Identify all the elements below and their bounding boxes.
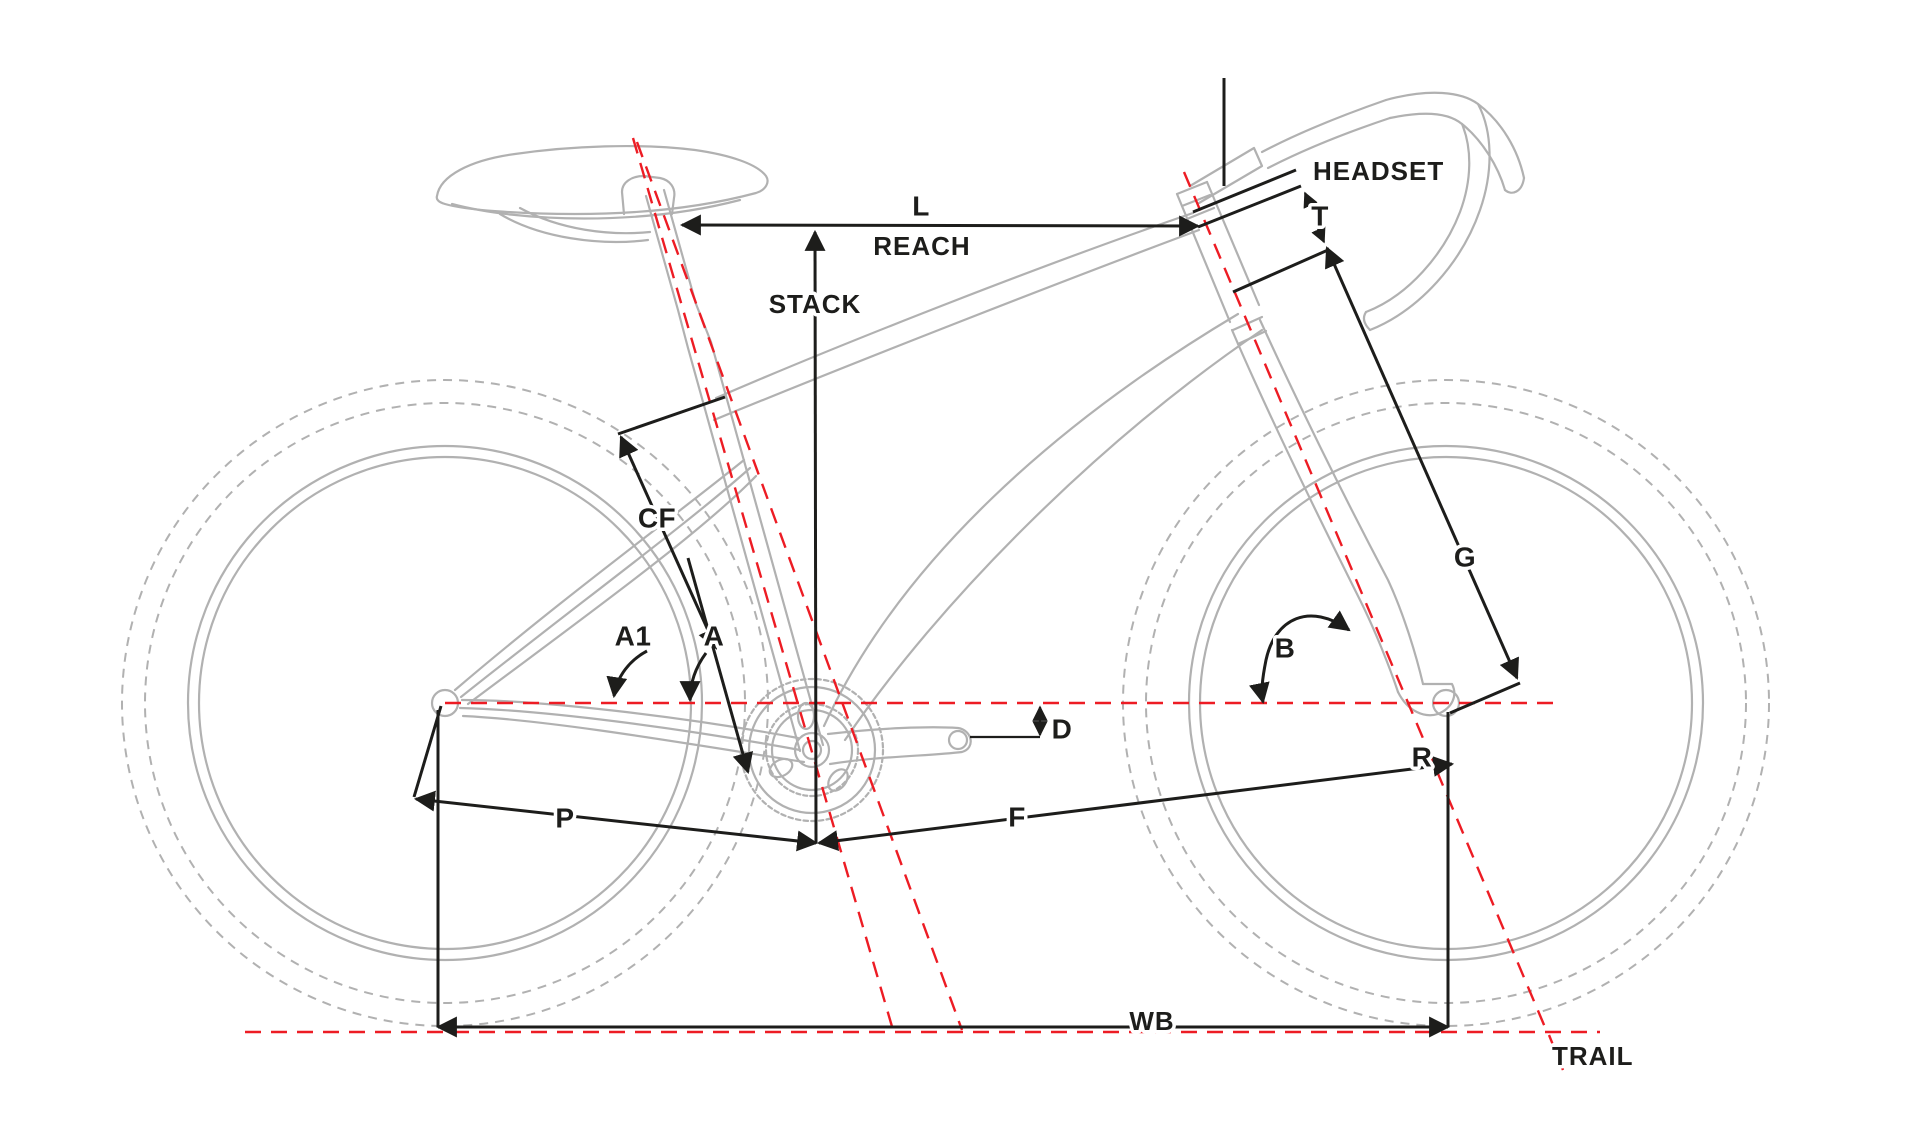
- seat-angle-line: [686, 557, 754, 775]
- fork-rear-edge: [1230, 328, 1400, 694]
- brake-lever-tip: [1503, 176, 1526, 194]
- label-trail: TRAIL: [1552, 1041, 1634, 1071]
- dimension-lines: [412, 78, 1521, 1038]
- label-cf: CF: [638, 503, 676, 534]
- drop-inner: [1364, 122, 1471, 314]
- a-angle-arc: [679, 652, 708, 703]
- front-center-dimension-line: [816, 755, 1455, 852]
- steering-axis-line: [1182, 171, 1549, 1033]
- label-p: P: [555, 803, 574, 834]
- t-arrow-up: [1303, 191, 1318, 212]
- pedal-boss: [947, 729, 969, 751]
- head-tube-top-cap: [1175, 180, 1209, 196]
- bb-axle: [801, 739, 823, 761]
- cf-end-bar: [617, 395, 726, 436]
- trail-tick-line: [1547, 1034, 1565, 1071]
- down-tube-upper-edge: [822, 312, 1240, 728]
- label-b: B: [1275, 633, 1296, 664]
- bar-top-lower: [1266, 116, 1392, 170]
- label-l: L: [912, 191, 930, 222]
- label-r: R: [1412, 742, 1433, 773]
- top-tube-lower-edge: [712, 228, 1201, 422]
- head-angle-arc: [1249, 610, 1351, 705]
- drop-end: [1362, 310, 1372, 332]
- chainstay-extension-tick: [412, 705, 443, 798]
- label-a: A: [704, 621, 725, 652]
- bb-shell: [793, 731, 831, 769]
- cf-dimension-line: [619, 435, 718, 650]
- g-end-bar: [1449, 681, 1521, 715]
- spider-cutout-2: [768, 757, 794, 779]
- saddle: [435, 144, 769, 243]
- label-g: G: [1454, 542, 1476, 573]
- saddle-shell: [435, 144, 769, 216]
- handlebar: [1260, 91, 1526, 332]
- spider-cutout-1: [796, 701, 816, 731]
- drop-outer: [1368, 102, 1491, 332]
- crank-arm: [826, 726, 972, 766]
- saddle-rail-upper: [518, 206, 652, 235]
- reach-dimension-line: [679, 214, 1201, 237]
- stack-dimension-line: [804, 229, 826, 844]
- t-arrow-down: [1311, 223, 1326, 244]
- guide-lines: [245, 137, 1600, 1071]
- headset-bottom-line: [1232, 248, 1329, 294]
- label-f: F: [1008, 802, 1026, 833]
- chainstay-top: [460, 698, 800, 740]
- saddle-clamp: [620, 174, 676, 216]
- chainstay-dimension-line: [413, 790, 819, 852]
- stem: [1188, 146, 1264, 205]
- saddle-underside: [450, 198, 742, 220]
- label-headset: HEADSET: [1313, 156, 1444, 186]
- headset-mid-line: [1197, 184, 1302, 229]
- rear-rim-outer: [186, 444, 704, 962]
- label-t: T: [1311, 201, 1329, 232]
- saddle-rail-lower: [498, 212, 650, 243]
- chainstay-mid: [458, 706, 802, 752]
- g-dimension-line: [1325, 246, 1519, 680]
- label-d: D: [1052, 714, 1073, 745]
- down-tube-lower-edge: [843, 328, 1264, 742]
- seatstay-bottom: [466, 474, 758, 706]
- label-a1: A1: [615, 621, 652, 652]
- crankset: [739, 677, 972, 823]
- label-stack: STACK: [769, 289, 862, 319]
- seatpost-left-edge: [644, 194, 802, 753]
- labels: L REACH STACK HEADSET T G CF A1 A B D P …: [552, 153, 1636, 1075]
- saddle-angle-line: [635, 141, 964, 1031]
- chainstay-bottom: [461, 714, 806, 764]
- headset-top-line: [1192, 168, 1297, 214]
- seatstay-top: [453, 458, 746, 692]
- label-wb: WB: [1129, 1006, 1174, 1036]
- bar-top-upper: [1260, 98, 1388, 154]
- a1-angle-arc: [606, 649, 648, 699]
- label-reach: REACH: [873, 231, 970, 261]
